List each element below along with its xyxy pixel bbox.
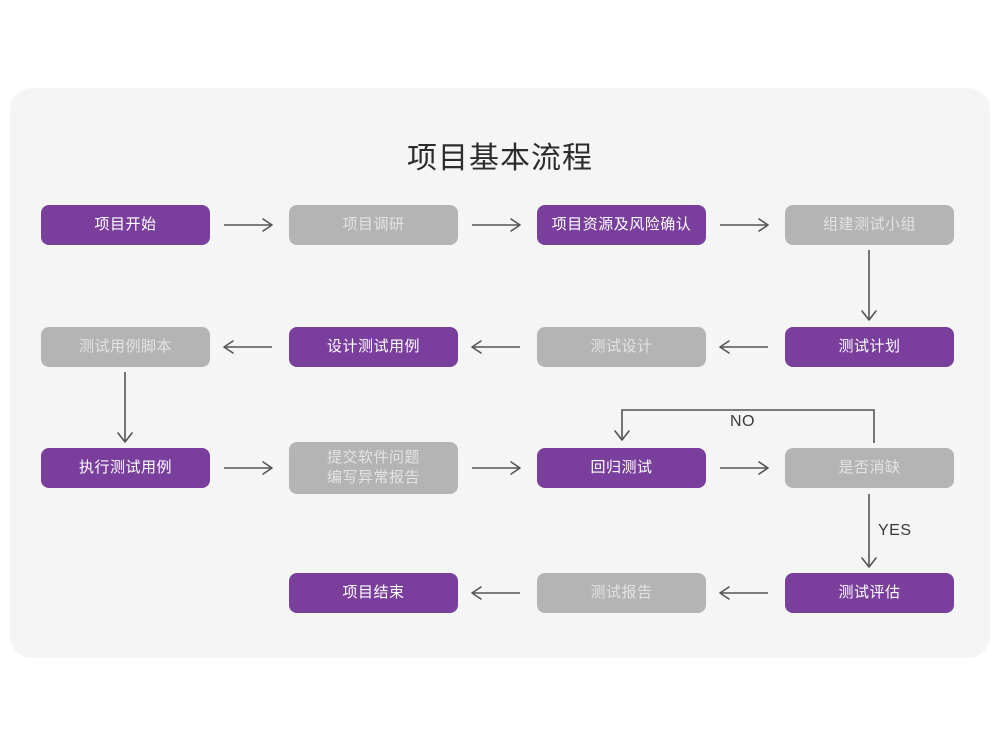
- node-label: 测试报告: [590, 583, 653, 601]
- node-label: 测试设计: [590, 337, 653, 355]
- node-build-test-team[interactable]: 组建测试小组: [785, 205, 954, 245]
- node-project-start[interactable]: 项目开始: [41, 205, 210, 245]
- node-label: 项目资源及风险确认: [551, 215, 692, 233]
- flowchart-card: [10, 88, 990, 658]
- node-regression-test[interactable]: 回归测试: [537, 448, 706, 488]
- page-title: 项目基本流程: [407, 142, 593, 175]
- node-label: 执行测试用例: [78, 458, 172, 476]
- node-defect-cleared[interactable]: 是否消缺: [785, 448, 954, 488]
- node-test-evaluation[interactable]: 测试评估: [785, 573, 954, 613]
- node-test-design[interactable]: 测试设计: [537, 327, 706, 367]
- node-label: 测试计划: [838, 337, 901, 355]
- node-test-case-script[interactable]: 测试用例脚本: [41, 327, 210, 367]
- node-design-test-cases[interactable]: 设计测试用例: [289, 327, 458, 367]
- node-project-end[interactable]: 项目结束: [289, 573, 458, 613]
- node-label: 提交软件问题 编写异常报告: [326, 448, 420, 486]
- node-label: 项目开始: [94, 215, 157, 233]
- edge-label-no: NO: [730, 413, 755, 430]
- node-test-plan[interactable]: 测试计划: [785, 327, 954, 367]
- node-label: 设计测试用例: [326, 337, 420, 355]
- edge-label-yes: YES: [878, 522, 912, 539]
- node-project-research[interactable]: 项目调研: [289, 205, 458, 245]
- node-label: 回归测试: [590, 458, 653, 476]
- node-label: 项目调研: [342, 215, 405, 233]
- node-execute-test-cases[interactable]: 执行测试用例: [41, 448, 210, 488]
- node-label: 测试用例脚本: [78, 337, 172, 355]
- node-label: 测试评估: [838, 583, 901, 601]
- node-label: 项目结束: [342, 583, 405, 601]
- node-label: 是否消缺: [838, 458, 901, 476]
- node-resource-risk-confirm[interactable]: 项目资源及风险确认: [537, 205, 706, 245]
- node-label: 组建测试小组: [822, 215, 916, 233]
- node-submit-issue-report[interactable]: 提交软件问题 编写异常报告: [289, 442, 458, 494]
- node-test-report[interactable]: 测试报告: [537, 573, 706, 613]
